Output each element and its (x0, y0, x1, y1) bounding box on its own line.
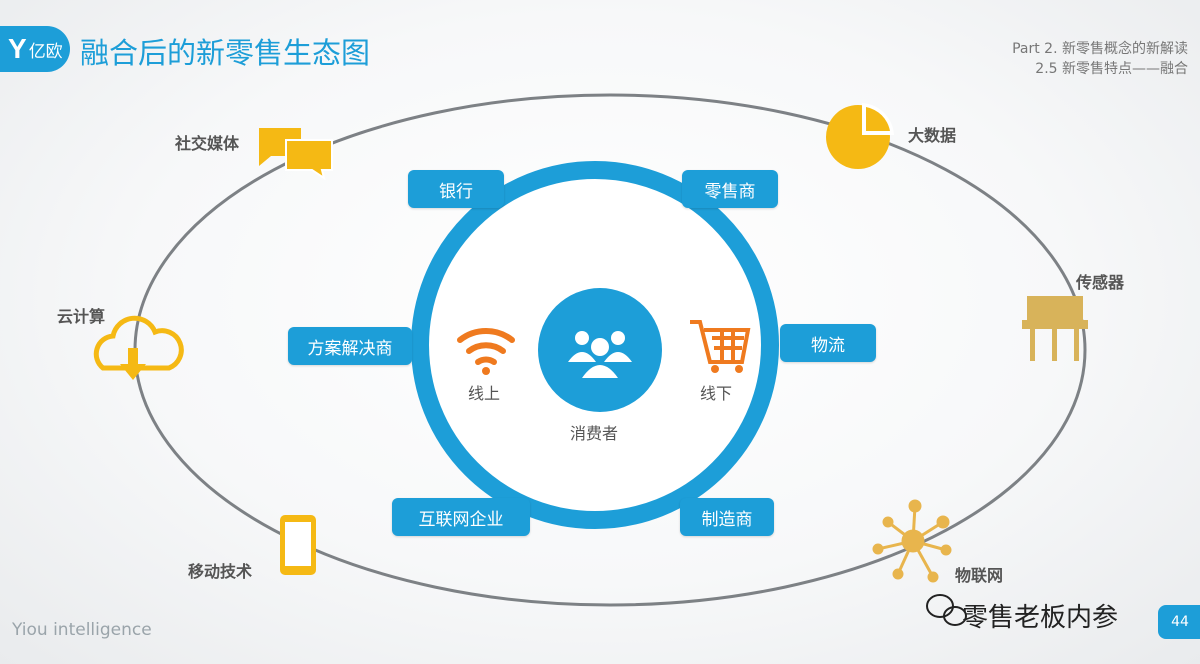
ring-node-internet-company: 互联网企业 (392, 498, 530, 536)
cart-wheel (735, 365, 743, 373)
page-number: 44 (1158, 605, 1200, 639)
mobile-phone-icon (280, 515, 316, 575)
outer-label-big-data: 大数据 (908, 126, 957, 145)
consumer-label: 消费者 (570, 424, 619, 443)
online-label: 线上 (468, 384, 501, 403)
iot-network-icon (872, 499, 952, 583)
chat-bubbles-icon (259, 128, 333, 181)
cart-icon (690, 320, 751, 364)
ring-node-manufacturer: 制造商 (680, 498, 774, 536)
outer-label-sensor: 传感器 (1076, 273, 1125, 292)
wechat-account-name: 零售老板内参 (962, 603, 1119, 633)
wifi-icon (457, 328, 515, 365)
ring-node-bank: 银行 (408, 170, 504, 208)
ring-node-solution-provider: 方案解决商 (288, 327, 412, 365)
wifi-dot (482, 367, 490, 375)
outer-label-iot: 物联网 (955, 566, 1004, 585)
logo-mark: Y (8, 33, 27, 64)
ring-node-retailer: 零售商 (682, 170, 778, 208)
sensor-icon (1022, 296, 1088, 361)
yiou-logo: Y 亿欧 (0, 26, 70, 72)
wechat-watermark: 零售老板内参 (928, 597, 1118, 634)
pie-chart-icon (826, 103, 894, 169)
page-title: 融合后的新零售生态图 (80, 36, 371, 70)
outer-label-mobile-tech: 移动技术 (188, 562, 253, 581)
footer-brand: Yiou intelligence (12, 620, 152, 640)
consumer-group-icon (568, 331, 632, 378)
wechat-logo-icon (926, 594, 967, 626)
logo-text: 亿欧 (28, 41, 63, 62)
outer-label-social-media: 社交媒体 (175, 134, 240, 153)
download-arrow (120, 348, 146, 380)
cart-wheel (711, 365, 719, 373)
cloud-download-icon (93, 315, 184, 371)
offline-label: 线下 (700, 384, 733, 403)
ring-node-logistics: 物流 (780, 324, 876, 362)
section-heading: 2.5 新零售特点——融合 (1035, 61, 1188, 77)
outer-label-cloud-computing: 云计算 (57, 307, 106, 326)
part-heading: Part 2. 新零售概念的新解读 (1012, 41, 1188, 57)
